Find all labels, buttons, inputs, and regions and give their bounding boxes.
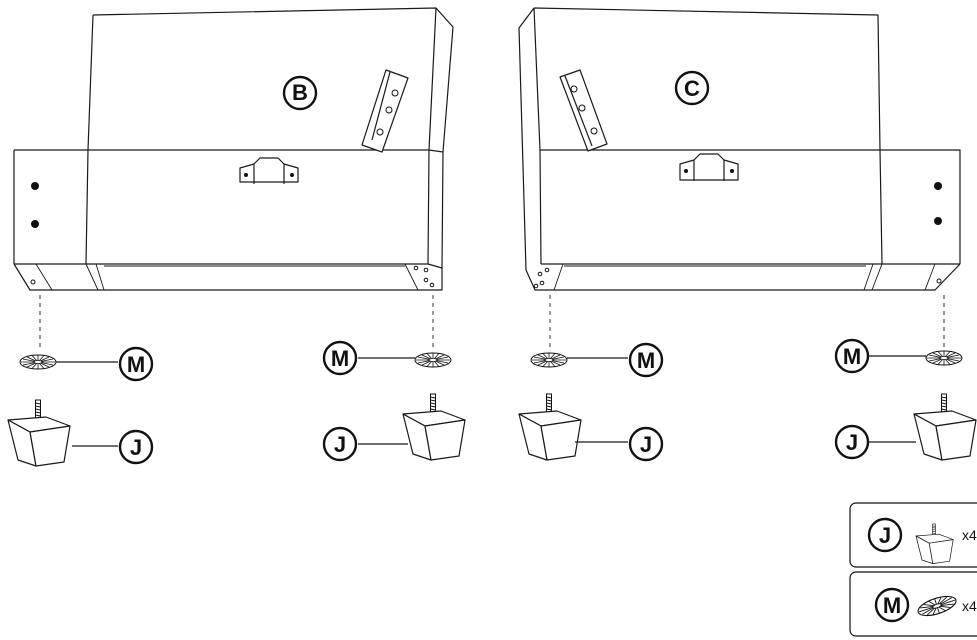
washer-label: M <box>843 344 861 369</box>
legend-j-quantity: x4 <box>962 527 977 543</box>
leg-icon <box>913 393 977 461</box>
washer-label: M <box>637 348 655 373</box>
leg-assembly-1: M J <box>7 295 154 467</box>
legend-j-label: J <box>879 523 891 548</box>
panel-label-c: C <box>684 76 700 101</box>
washer-icon <box>19 354 57 370</box>
leg-label: J <box>130 435 142 460</box>
washer-icon <box>414 352 452 368</box>
leg-label: J <box>846 430 858 455</box>
leg-assembly-4: M J <box>834 295 977 461</box>
handle-icon <box>239 157 299 184</box>
legend-m-label: M <box>883 593 901 618</box>
legend-item-m: M x4 <box>849 571 977 637</box>
parts-legend: J x4 M x4 <box>849 502 977 637</box>
panel-b-badge <box>282 75 318 111</box>
washer-label: M <box>331 346 349 371</box>
panel-label-b: B <box>292 80 308 105</box>
washer-label: M <box>127 352 145 377</box>
legend-item-j: J x4 <box>849 502 977 568</box>
leg-assembly-2: M J <box>322 295 466 462</box>
bracket-icon <box>559 69 608 152</box>
sofa-section-b: B <box>13 7 454 291</box>
leg-icon <box>402 393 466 461</box>
leg-assembly-3: M J <box>518 295 664 462</box>
handle-icon <box>679 153 739 181</box>
leg-label: J <box>334 432 346 457</box>
washer-icon <box>925 350 963 366</box>
leg-icon <box>7 399 71 467</box>
leg-label: J <box>640 432 652 457</box>
legend-m-quantity: x4 <box>962 598 977 614</box>
panel-c-badge <box>674 70 710 106</box>
leg-icon <box>518 393 582 461</box>
bracket-icon <box>361 69 409 153</box>
sofa-section-c: C <box>518 7 961 291</box>
washer-icon <box>530 352 568 368</box>
